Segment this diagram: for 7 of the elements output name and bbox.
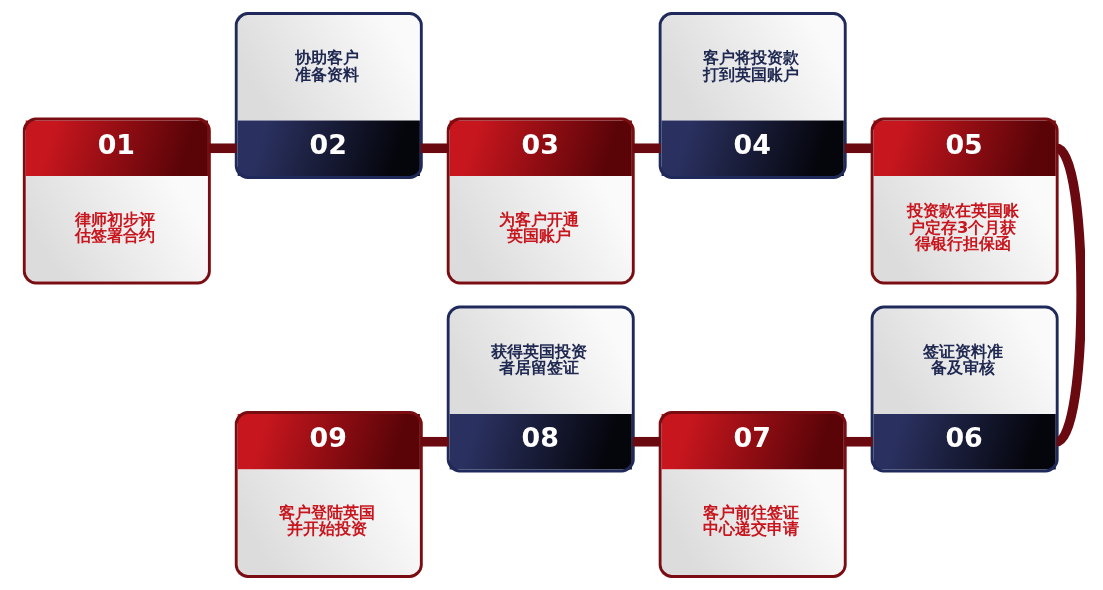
connector — [420, 143, 449, 154]
connector — [844, 436, 873, 447]
connector — [208, 143, 237, 154]
connector — [420, 436, 449, 447]
connector — [632, 143, 661, 154]
connector — [632, 436, 661, 447]
connector — [844, 143, 873, 154]
